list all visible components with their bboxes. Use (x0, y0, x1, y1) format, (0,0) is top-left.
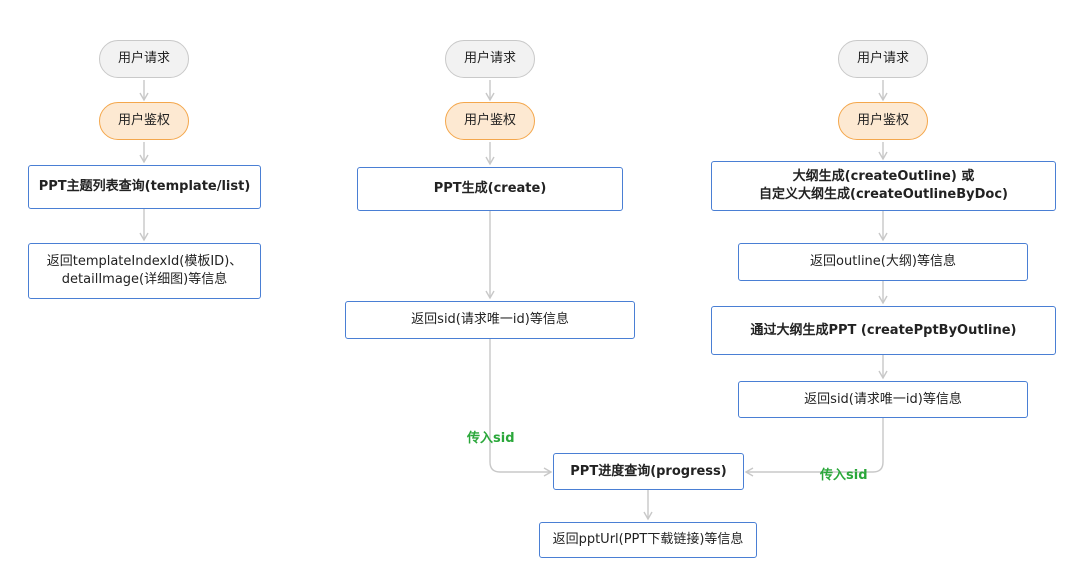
c1-template-list-node: PPT主题列表查询(template/list) (28, 165, 261, 209)
progress-result-node: 返回pptUrl(PPT下载链接)等信息 (539, 522, 757, 558)
c1-request-label: 用户请求 (117, 51, 170, 66)
c3-result-node: 返回sid(请求唯一id)等信息 (738, 381, 1028, 418)
c2-auth-label: 用户鉴权 (463, 113, 516, 128)
c3-create-by-outline-label: 通过大纲生成PPT (createPptByOutline) (750, 322, 1017, 338)
c3-outline-result-label: 返回outline(大纲)等信息 (810, 254, 956, 269)
c1-template-list-label: PPT主题列表查询(template/list) (38, 179, 251, 194)
c3-result-label: 返回sid(请求唯一id)等信息 (804, 391, 962, 407)
progress-query-node: PPT进度查询(progress) (553, 453, 744, 490)
c2-result-node: 返回sid(请求唯一id)等信息 (345, 301, 635, 339)
c2-pass-sid-label: 传入sid (467, 431, 515, 446)
c1-auth-node: 用户鉴权 (99, 102, 189, 140)
c3-pass-sid-label: 传入sid (820, 468, 868, 483)
c3-auth-node: 用户鉴权 (838, 102, 928, 140)
c1-request-node: 用户请求 (99, 40, 189, 78)
c1-result-node: 返回templateIndexId(模板ID)、 detailImage(详细图… (28, 243, 261, 299)
arrow-c3-result-progress (744, 418, 884, 477)
progress-result-label: 返回pptUrl(PPT下载链接)等信息 (552, 532, 744, 547)
c3-request-node: 用户请求 (838, 40, 928, 78)
c3-create-by-outline-node: 通过大纲生成PPT (createPptByOutline) (711, 306, 1056, 355)
c1-auth-label: 用户鉴权 (117, 113, 170, 128)
c2-create-node: PPT生成(create) (357, 167, 623, 211)
c3-request-label: 用户请求 (856, 51, 909, 66)
c3-outline-line1: 大纲生成(createOutline) 或 (792, 169, 975, 184)
c2-create-label: PPT生成(create) (433, 181, 547, 196)
c3-outline-result-node: 返回outline(大纲)等信息 (738, 243, 1028, 281)
c3-outline-line2: 自定义大纲生成(createOutlineByDoc) (759, 187, 1008, 202)
c2-request-label: 用户请求 (463, 51, 516, 66)
c3-auth-label: 用户鉴权 (856, 113, 909, 128)
arrow-c2-result-progress (489, 339, 553, 477)
c1-result-line2: detailImage(详细图)等信息 (61, 272, 228, 287)
c1-result-line1: 返回templateIndexId(模板ID)、 (46, 254, 243, 269)
c2-auth-node: 用户鉴权 (445, 102, 535, 140)
c2-result-label: 返回sid(请求唯一id)等信息 (411, 312, 569, 327)
c3-outline-node: 大纲生成(createOutline) 或 自定义大纲生成(createOutl… (711, 161, 1056, 211)
progress-query-label: PPT进度查询(progress) (570, 463, 727, 479)
c2-request-node: 用户请求 (445, 40, 535, 78)
